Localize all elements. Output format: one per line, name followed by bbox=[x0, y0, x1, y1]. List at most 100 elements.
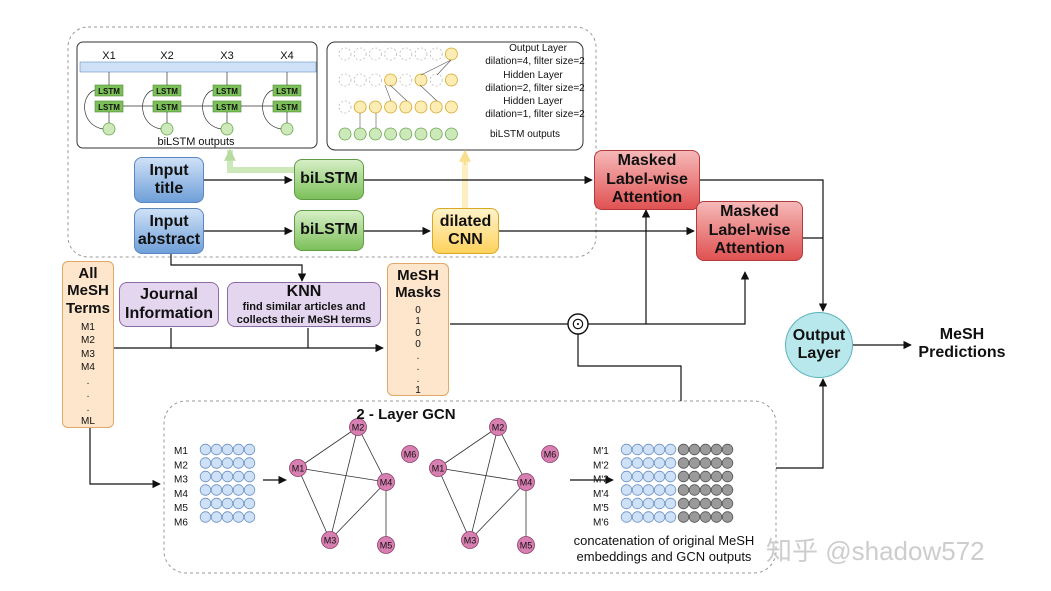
graph-edge bbox=[357, 426, 387, 483]
embedding-cell bbox=[210, 470, 223, 483]
embedding-cell bbox=[664, 484, 677, 496]
mesh-term-item: . bbox=[86, 375, 90, 387]
embedding-cell bbox=[243, 484, 256, 496]
lstm-cell-label: LSTM bbox=[216, 87, 238, 96]
mesh-masks-title: MeSH Masks bbox=[395, 267, 441, 302]
gcn-output-cell bbox=[688, 497, 701, 510]
embedding-cell bbox=[243, 443, 256, 456]
lstm-input-x4: X4 bbox=[280, 50, 293, 62]
cnn-connection bbox=[389, 84, 408, 102]
mesh-term-item: M1 bbox=[81, 321, 95, 333]
mesh-term-item: . bbox=[86, 402, 90, 414]
knn-title: KNN bbox=[286, 282, 322, 300]
cnn-unit bbox=[429, 73, 443, 87]
gcn-matrices bbox=[199, 443, 734, 523]
gcn-output-cell bbox=[699, 484, 712, 496]
embedding-cell bbox=[199, 443, 212, 456]
embedding-cell bbox=[221, 484, 234, 496]
graph-node-label: M6 bbox=[544, 450, 557, 460]
graph-node-label: M3 bbox=[324, 536, 337, 546]
cnn-connection bbox=[419, 84, 438, 102]
embedding-cell bbox=[631, 484, 644, 496]
cnn-unit bbox=[384, 47, 398, 61]
bilstm-title-node: biLSTM bbox=[294, 159, 364, 200]
gcn-right-row-label: M'6 bbox=[593, 518, 609, 529]
embedding-cell bbox=[620, 511, 633, 523]
graph-edge bbox=[329, 481, 387, 541]
mesh-mask-value: 0 bbox=[415, 304, 421, 316]
lstm-cell-label: LSTM bbox=[156, 87, 178, 96]
embedding-cell bbox=[642, 470, 655, 483]
cnn-unit bbox=[429, 47, 443, 61]
embedding-cell bbox=[664, 457, 677, 469]
mesh-predictions-label: MeSH Predictions bbox=[918, 326, 1006, 362]
cnn-unit bbox=[338, 100, 352, 114]
gcn-output-cell bbox=[710, 457, 723, 469]
embedding-cell bbox=[631, 457, 644, 469]
gcn-output-cell bbox=[721, 470, 734, 483]
graph-edge bbox=[497, 426, 527, 483]
elementwise-product-symbol: ⊙ bbox=[571, 316, 584, 333]
dilated-cnn-node: dilated CNN bbox=[432, 208, 499, 254]
cnn-unit bbox=[384, 73, 398, 87]
gcn-output-cell bbox=[688, 484, 701, 496]
mesh-mask-value: . bbox=[416, 350, 420, 362]
cnn-unit bbox=[399, 47, 413, 61]
embedding-cell bbox=[199, 511, 212, 523]
graph-node bbox=[289, 459, 307, 477]
embedding-cell bbox=[631, 497, 644, 510]
graph-node bbox=[377, 473, 395, 491]
gcn-output-cell bbox=[710, 511, 723, 523]
cnn-unit bbox=[429, 100, 443, 114]
embedding-cell bbox=[653, 443, 666, 456]
embedding-cell bbox=[232, 497, 245, 510]
mesh-term-item: ML bbox=[81, 416, 95, 428]
embedding-cell bbox=[221, 511, 234, 523]
cnn-unit bbox=[444, 73, 458, 87]
embedding-cell bbox=[232, 457, 245, 469]
gcn-left-row-label: M4 bbox=[174, 489, 188, 500]
cnn-unit bbox=[384, 100, 398, 114]
bilstm-abstract-node: biLSTM bbox=[294, 210, 364, 251]
main-arrows bbox=[89, 175, 912, 489]
cnn-unit bbox=[368, 100, 382, 114]
gcn-output-cell bbox=[721, 497, 734, 510]
graph-edge bbox=[469, 481, 527, 541]
gcn-group-frame bbox=[163, 400, 777, 574]
graph-node-label: M2 bbox=[352, 423, 365, 433]
embedding-cell bbox=[653, 470, 666, 483]
graph-node bbox=[517, 473, 535, 491]
gcn-left-row-label: M6 bbox=[174, 518, 188, 529]
mesh-mask-value: 0 bbox=[415, 327, 421, 339]
gcn-left-row-label: M2 bbox=[174, 460, 188, 471]
lstm-input-x2: X2 bbox=[160, 50, 173, 62]
mesh-mask-value: 1 bbox=[415, 316, 421, 327]
gcn-right-row-label: M'2 bbox=[593, 460, 609, 471]
gcn-output-cell bbox=[721, 457, 734, 469]
embedding-cell bbox=[653, 511, 666, 523]
graph-node bbox=[461, 531, 479, 549]
gcn-output-cell bbox=[688, 470, 701, 483]
gcn-output-cell bbox=[677, 497, 690, 510]
mesh-mask-value: . bbox=[416, 373, 420, 385]
graph-node bbox=[321, 531, 339, 549]
cnn-unit bbox=[444, 127, 458, 141]
embedding-cell bbox=[232, 443, 245, 456]
gcn-output-cell bbox=[677, 470, 690, 483]
gcn-output-cell bbox=[688, 511, 701, 523]
graph-node-label: M4 bbox=[520, 478, 533, 488]
graph-node-label: M1 bbox=[432, 464, 445, 474]
embedding-cell bbox=[631, 511, 644, 523]
knn-node: KNN find similar articles and collects t… bbox=[227, 282, 381, 327]
embedding-cell bbox=[664, 511, 677, 523]
embedding-cell bbox=[642, 511, 655, 523]
graph-edge bbox=[329, 426, 359, 541]
gcn-right-row-label: M'3 bbox=[593, 475, 609, 486]
watermark: 知乎 @shadow572 bbox=[766, 536, 985, 566]
embedding-cell bbox=[620, 497, 633, 510]
embedding-cell bbox=[664, 470, 677, 483]
cnn-connection bbox=[436, 59, 452, 76]
embedding-cell bbox=[210, 457, 223, 469]
